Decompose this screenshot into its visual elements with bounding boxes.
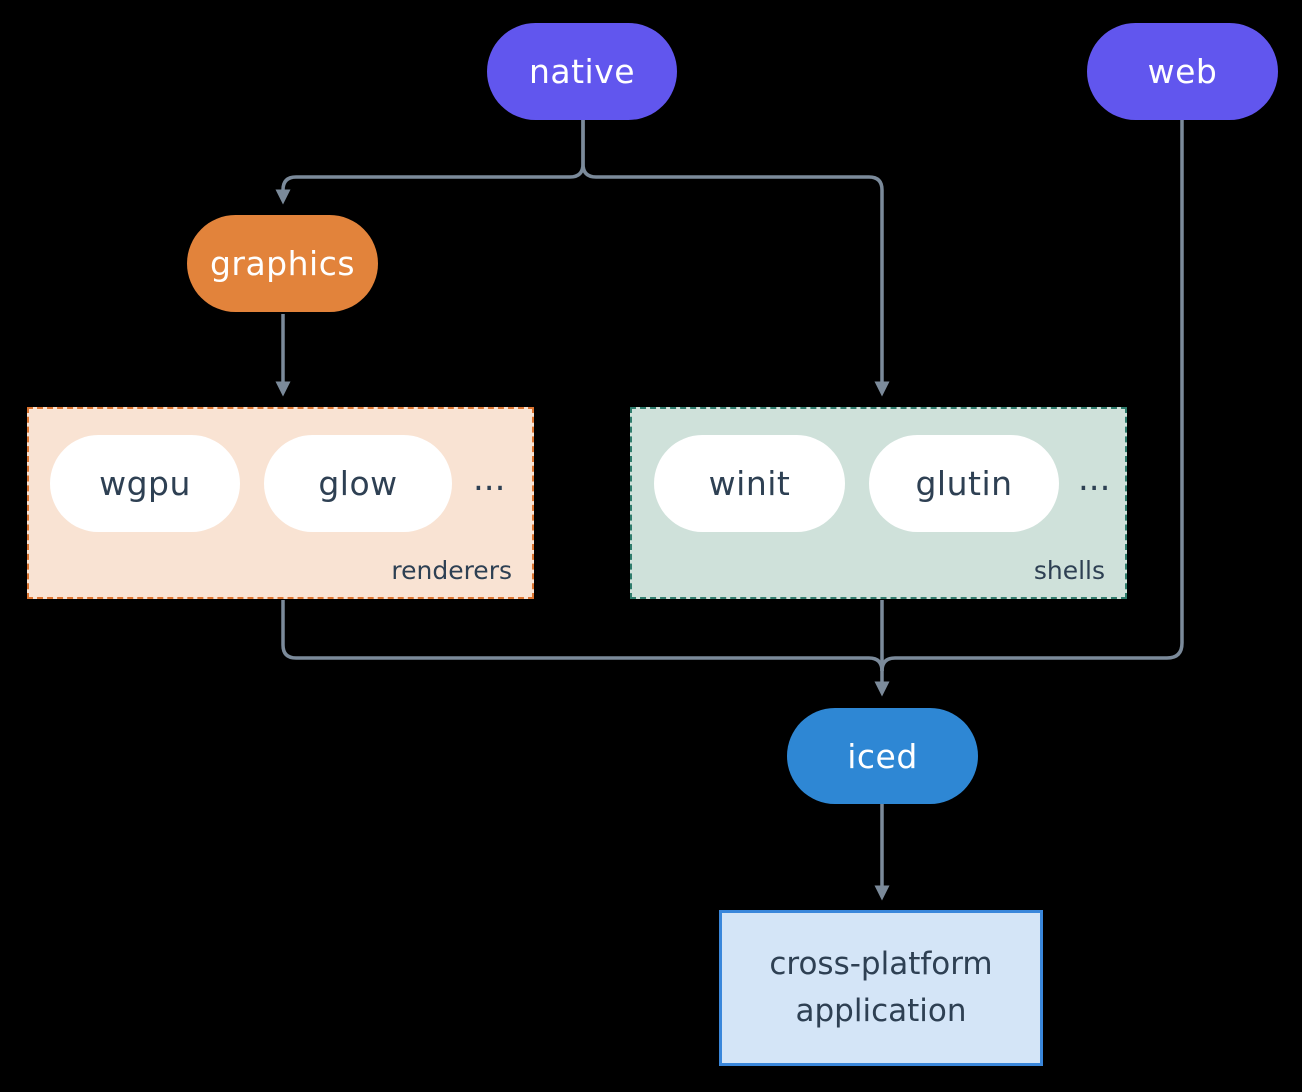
node-graphics: graphics (187, 215, 378, 312)
shells-group-label: shells (1033, 556, 1105, 585)
node-cross-platform-application: cross-platform application (719, 910, 1043, 1066)
group-renderers: wgpu glow ... renderers (27, 407, 534, 599)
node-winit: winit (654, 435, 845, 532)
node-glutin: glutin (869, 435, 1059, 532)
node-iced: iced (787, 708, 978, 804)
group-shells: winit glutin ... shells (630, 407, 1127, 599)
shells-ellipsis: ... (1078, 459, 1111, 499)
node-wgpu-label: wgpu (99, 464, 191, 503)
renderers-group-label: renderers (391, 556, 512, 585)
node-web: web (1087, 23, 1278, 120)
node-wgpu: wgpu (50, 435, 240, 532)
node-glow-label: glow (318, 464, 398, 503)
renderers-ellipsis: ... (473, 459, 506, 499)
edge-native-shells (581, 120, 890, 397)
node-glutin-label: glutin (915, 464, 1013, 503)
edge-renderers-iced (281, 600, 884, 672)
node-native-label: native (528, 52, 636, 91)
application-label-line2: application (795, 993, 967, 1029)
node-native: native (487, 23, 677, 120)
node-web-label: web (1147, 52, 1218, 91)
node-graphics-label: graphics (209, 244, 356, 283)
node-glow: glow (264, 435, 452, 532)
application-label-line1: cross-platform (769, 946, 993, 982)
node-iced-label: iced (847, 736, 918, 776)
node-winit-label: winit (708, 464, 791, 503)
edge-native-graphics (275, 120, 585, 205)
